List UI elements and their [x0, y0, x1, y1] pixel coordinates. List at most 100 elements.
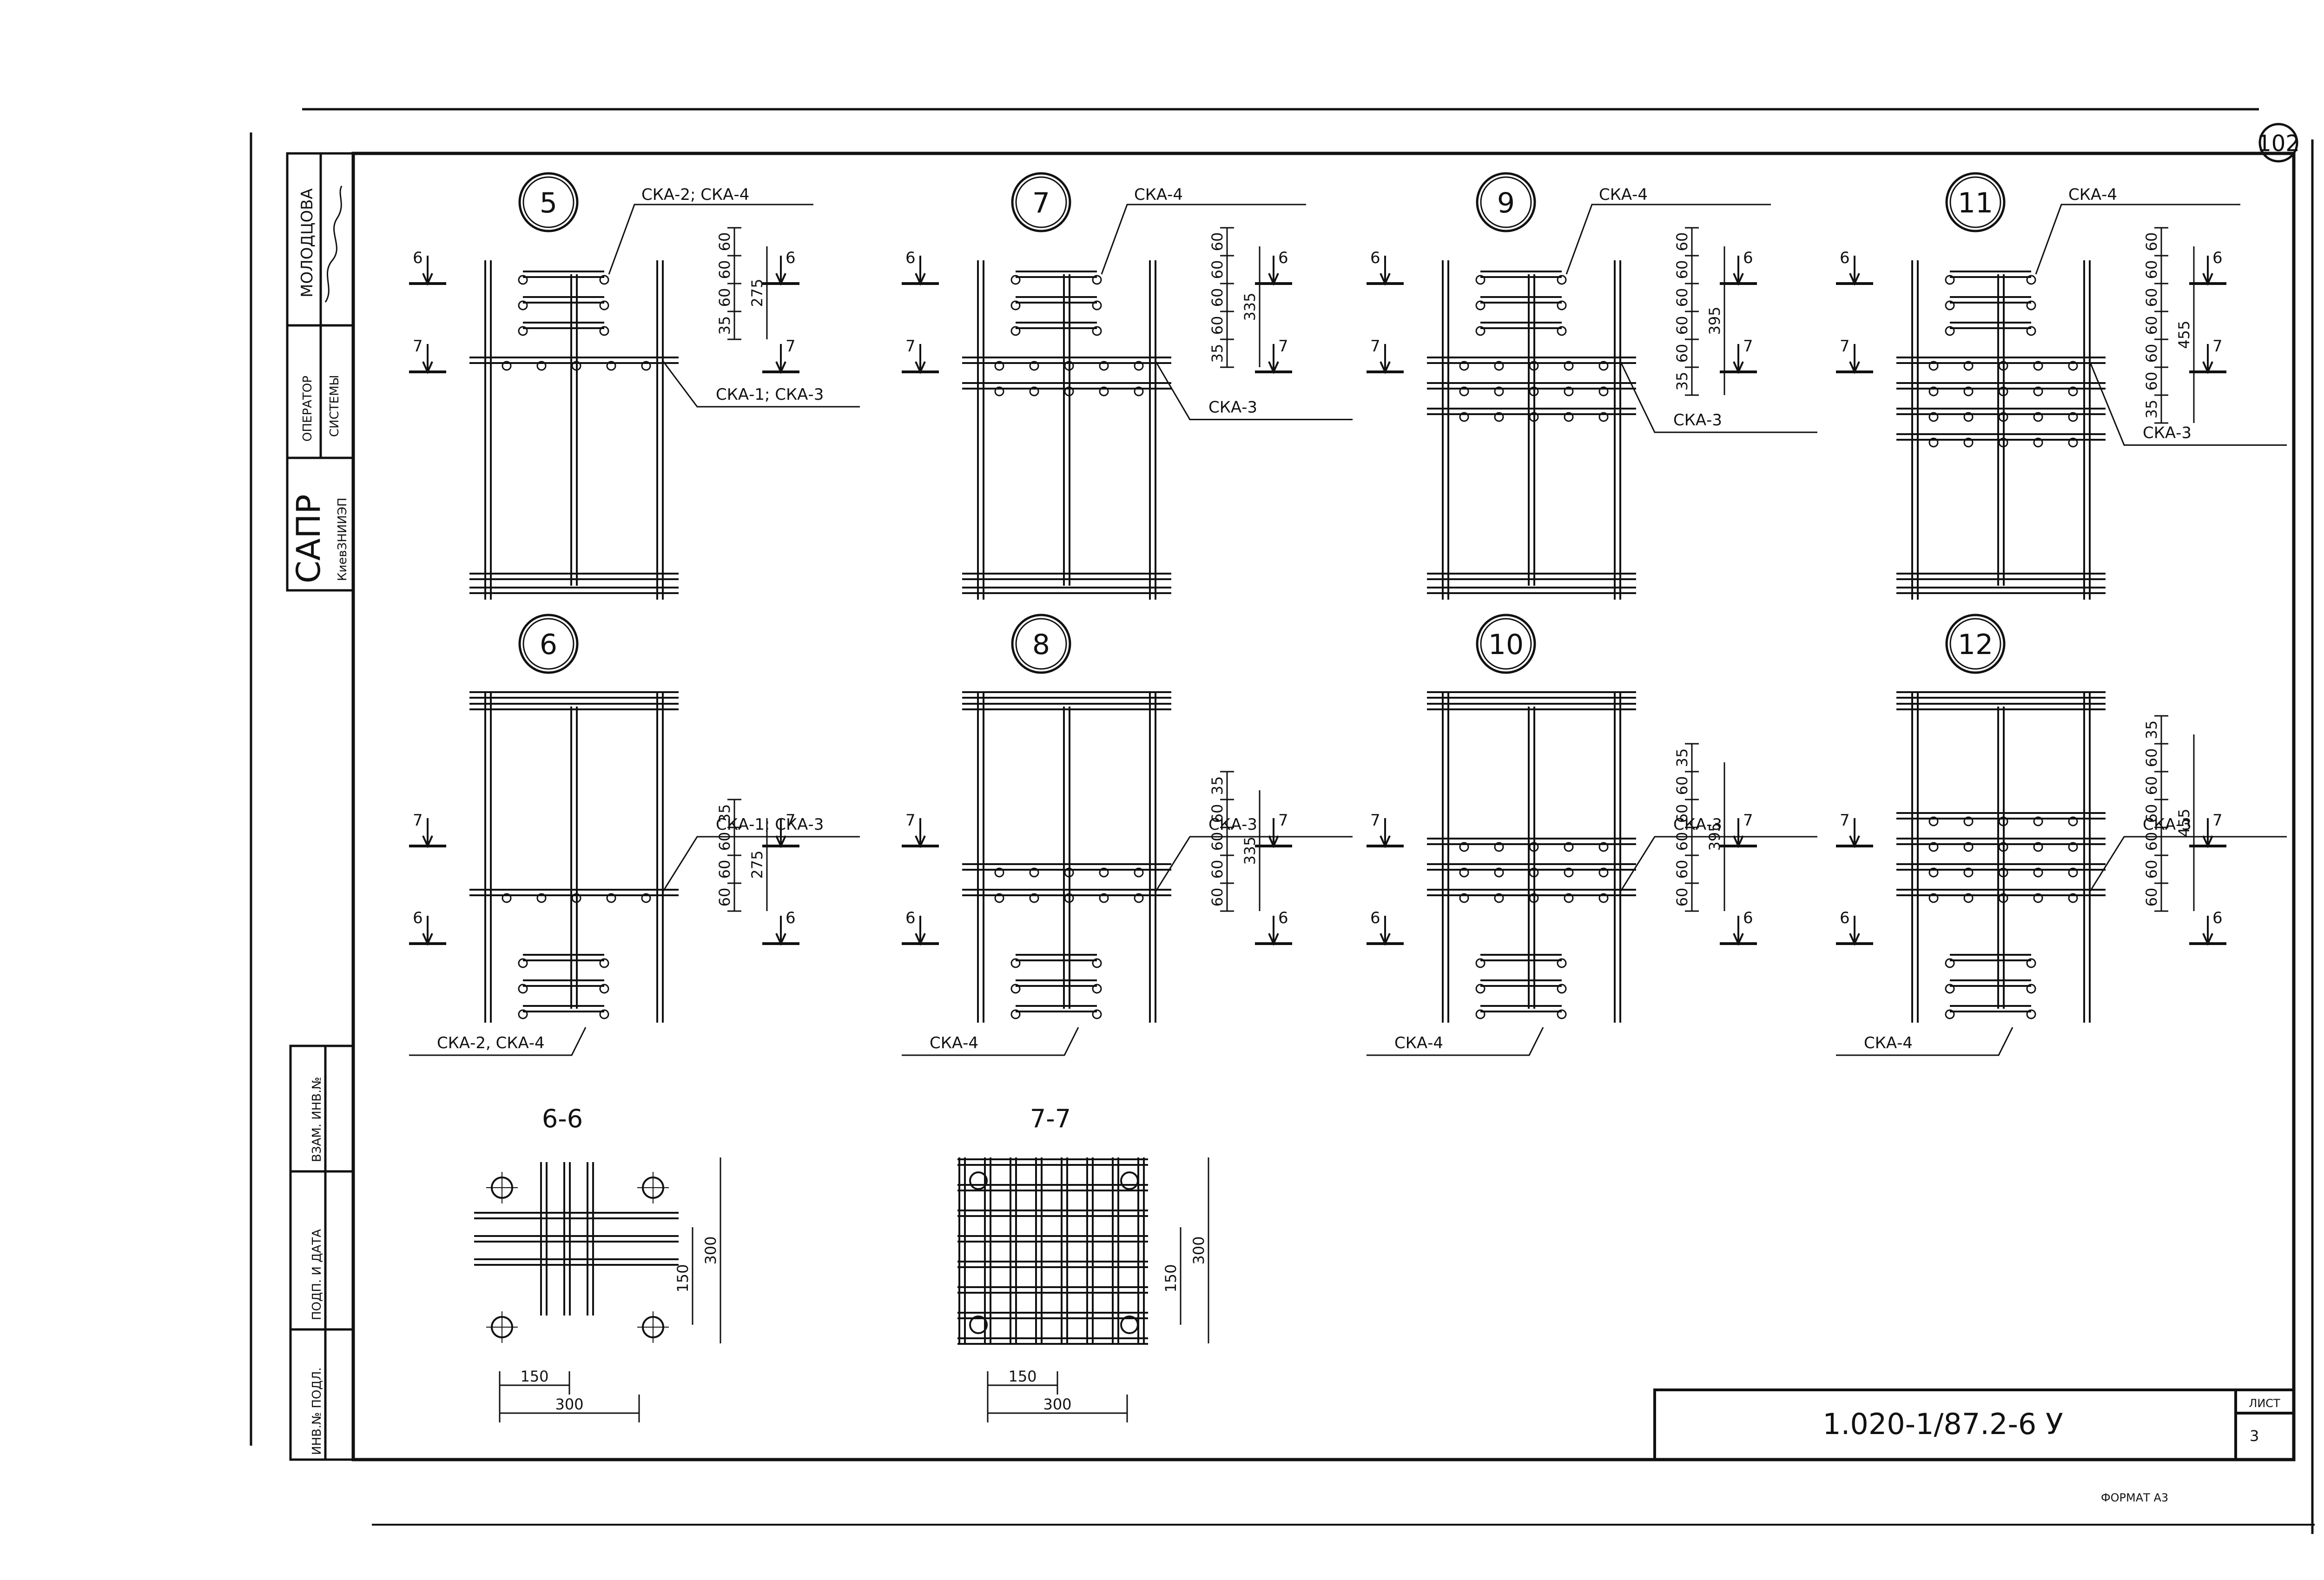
bar-section — [2026, 300, 2036, 311]
bar-section — [1475, 1009, 1486, 1019]
bar-section — [518, 300, 528, 311]
section-title: 7-7 — [1030, 1104, 1071, 1133]
rebar-hook-bar — [1016, 1005, 1097, 1012]
node-number: 6 — [540, 628, 557, 661]
leader-line — [661, 360, 860, 408]
section-cut-mark: 6 — [902, 249, 939, 286]
bar-section — [1564, 842, 1574, 852]
bar-section — [1475, 984, 1486, 994]
low-label: СКА-4 — [930, 1034, 978, 1052]
bar-section — [518, 275, 528, 285]
cut-label: 7 — [413, 337, 423, 356]
bar-section — [1598, 386, 1609, 397]
bar-section — [1064, 361, 1074, 371]
bar-section — [1564, 386, 1574, 397]
rebar-horizontal — [957, 1337, 1148, 1345]
rebar-left — [1911, 260, 1919, 600]
bar-section — [1010, 326, 1021, 336]
bar-section — [2033, 893, 2043, 903]
rebar-hook-bar — [1950, 954, 2031, 961]
bar-section — [599, 300, 609, 311]
bar-section — [1092, 326, 1102, 336]
dimension-value: 60 — [716, 888, 733, 907]
leader-line — [2088, 836, 2287, 893]
bar-section — [571, 893, 581, 903]
bar-section — [1459, 867, 1469, 878]
rebar-middle — [1063, 274, 1070, 586]
stamp-operator-line2: СИСТЕМЫ — [328, 375, 342, 437]
cut-label: 7 — [1743, 337, 1753, 356]
leader-line — [1619, 836, 1817, 893]
dimension-value: 60 — [2143, 372, 2160, 391]
bar-section — [1475, 300, 1486, 311]
rebar-hook-bar — [523, 979, 604, 987]
bar-section — [1564, 867, 1574, 878]
section-title: 6-6 — [542, 1104, 583, 1133]
low-label: СКА-2, СКА-4 — [437, 1034, 545, 1052]
dimension-value: 35 — [2143, 721, 2160, 740]
rebar-hook-bar — [1950, 979, 2031, 987]
bar-section — [1134, 386, 1144, 397]
bar-section — [1134, 867, 1144, 878]
rebar-left — [1442, 260, 1449, 600]
bar-section — [1494, 412, 1504, 422]
rebar-hook-bar — [1016, 954, 1097, 961]
rebar-right — [1614, 260, 1621, 600]
bar-section — [1557, 984, 1567, 994]
dimension-value: 150 — [674, 1264, 692, 1292]
signature — [324, 185, 343, 303]
bar-section — [1945, 984, 1955, 994]
node-number-circle — [1476, 172, 1536, 232]
bar-section — [1029, 867, 1039, 878]
cut-label: 7 — [1840, 811, 1850, 830]
top-label: СКА-3 — [1208, 815, 1257, 834]
rebar-horizontal — [474, 1235, 679, 1243]
leader-line — [1367, 1027, 1544, 1056]
bar-section — [994, 867, 1004, 878]
top-label: СКА-4 — [2068, 185, 2117, 204]
section-cut-mark: 7 — [1836, 337, 1873, 374]
cut-label: 6 — [905, 909, 916, 927]
rebar-right — [656, 260, 664, 600]
leader-line — [1565, 204, 1771, 275]
rebar-hook-bar — [523, 954, 604, 961]
dimension-value: 35 — [1208, 344, 1226, 363]
section-cut-mark: 7 — [2189, 811, 2226, 848]
dimension-value: 60 — [2143, 776, 2160, 795]
rebar-tie — [962, 691, 1171, 699]
cut-label: 6 — [1278, 909, 1288, 927]
rebar-tie — [1896, 573, 2106, 580]
cut-label: 7 — [1278, 811, 1288, 830]
dimension-value: 60 — [1208, 260, 1226, 279]
dimension-value: 300 — [555, 1395, 583, 1413]
bar-section — [502, 361, 512, 371]
rebar-right — [2083, 693, 2091, 1023]
bar-section — [1998, 361, 2008, 371]
rebar-horizontal — [957, 1184, 1148, 1191]
rebar-hook-bar — [1016, 322, 1097, 329]
bar-section — [1459, 386, 1469, 397]
section-cut-mark: 6 — [1255, 909, 1292, 946]
leader-line — [2088, 360, 2287, 446]
bar-section — [2033, 412, 2043, 422]
bar-section — [1998, 437, 2008, 448]
section-cut-mark: 7 — [1367, 337, 1404, 374]
designation: 1.020-1/87.2-6 У — [1822, 1407, 2063, 1441]
bar-section — [518, 326, 528, 336]
rebar-left — [977, 693, 984, 1023]
dimension-value: 150 — [1162, 1264, 1180, 1292]
node-number: 7 — [1032, 187, 1050, 219]
rebar-tie — [962, 587, 1171, 594]
bar-section — [518, 1009, 528, 1019]
bar-section — [1064, 386, 1074, 397]
rebar-hook-bar — [523, 271, 604, 278]
dimension-value: 60 — [716, 832, 733, 851]
stamp-system: САПР — [290, 494, 328, 583]
dimension-value: 35 — [1673, 372, 1691, 391]
rebar-middle — [1997, 274, 2005, 586]
bar-section — [1494, 867, 1504, 878]
bar-section — [1998, 386, 2008, 397]
bar-section — [1598, 842, 1609, 852]
